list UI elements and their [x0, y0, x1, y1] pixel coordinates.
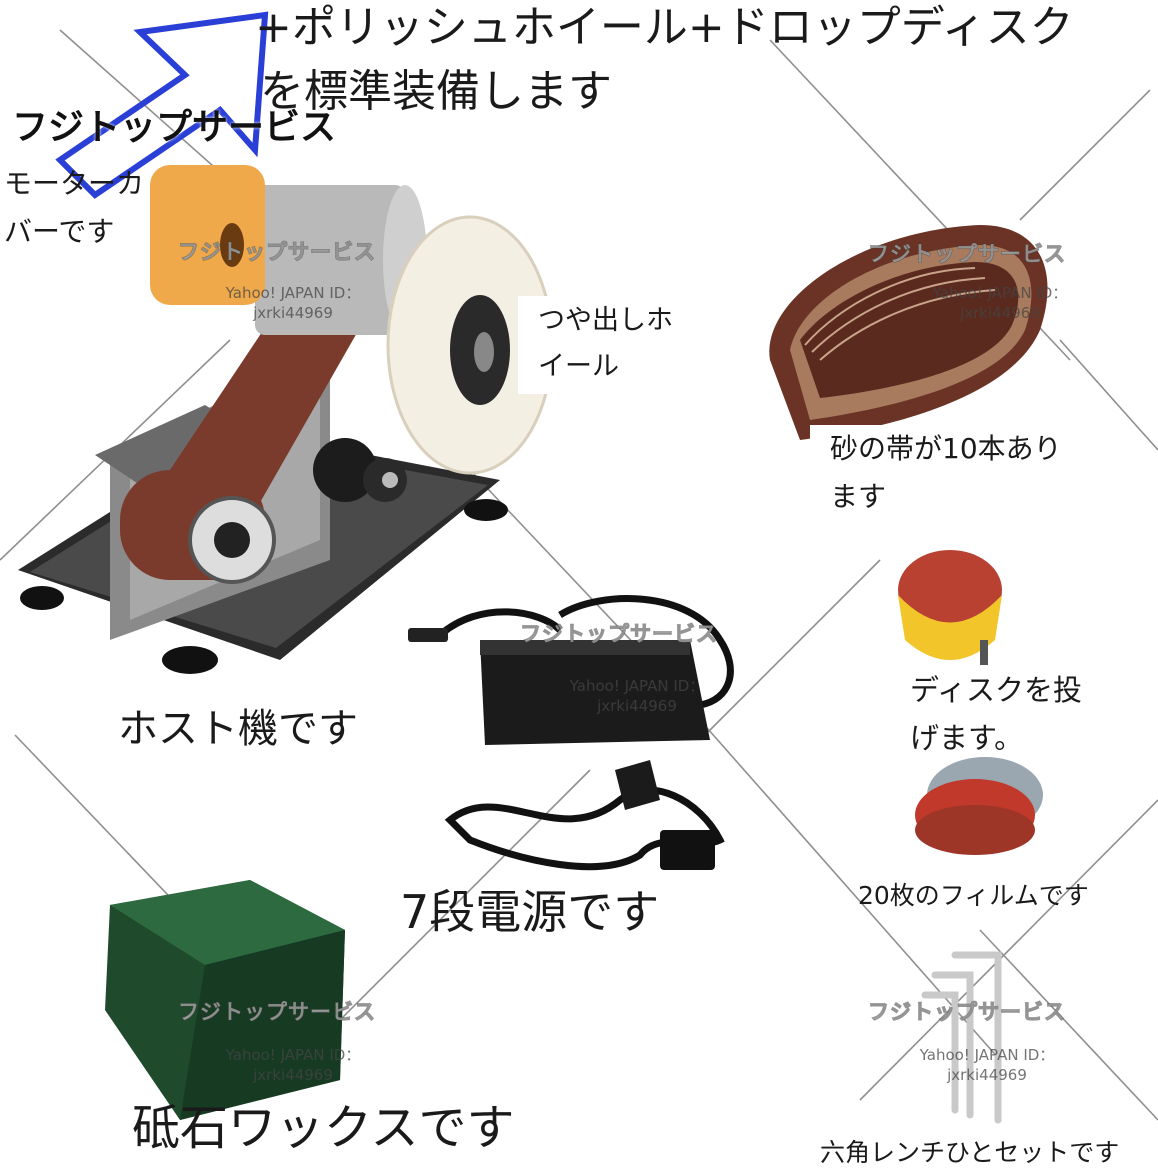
watermark-id-1: Yahoo! JAPAN ID： jxrki44969	[188, 284, 398, 323]
header-line-2: を標準装備します	[260, 66, 612, 117]
caption-drop-disc: ディスクを投 げます。	[910, 666, 1082, 762]
watermark-id-3-line-2: jxrki44969	[597, 696, 677, 715]
watermark-shop-3: フジトップサービス	[520, 622, 718, 647]
caption-host-machine: ホスト機です	[118, 706, 358, 752]
watermark-id-2-line-2: jxrki44969	[960, 303, 1040, 322]
caption-power-supply: 7段電源です	[400, 885, 660, 939]
watermark-id-4: Yahoo! JAPAN ID： jxrki44969	[188, 1046, 398, 1085]
watermark-id-3: Yahoo! JAPAN ID： jxrki44969	[532, 677, 742, 716]
caption-polish-wheel-line-1: つや出しホ	[538, 305, 673, 336]
caption-wax: 砥石ワックスです	[132, 1100, 515, 1156]
watermark-id-4-line-1: Yahoo! JAPAN ID：	[225, 1046, 361, 1064]
header-line-1: +ポリッシュホイール+ドロップディスク	[255, 2, 1074, 53]
caption-drop-disc-line-2: げます。	[910, 721, 1024, 755]
caption-hex-wrench: 六角レンチひとセットです	[820, 1138, 1120, 1167]
watermark-shop-4: フジトップサービス	[178, 1000, 376, 1025]
caption-motor-cover-line-2: バーです	[4, 215, 115, 248]
watermark-id-1-line-1: Yahoo! JAPAN ID：	[225, 284, 361, 302]
caption-motor-cover: モーターカ バーです	[4, 160, 144, 256]
watermark-id-3-line-1: Yahoo! JAPAN ID：	[569, 677, 705, 695]
watermark-id-2: Yahoo! JAPAN ID： jxrki44969	[895, 284, 1105, 323]
watermark-id-1-line-2: jxrki44969	[253, 303, 333, 322]
watermark-shop-1: フジトップサービス	[178, 240, 376, 265]
caption-polish-wheel-line-2: イール	[538, 351, 619, 382]
watermark-id-2-line-1: Yahoo! JAPAN ID：	[932, 284, 1068, 302]
watermark-shop-2: フジトップサービス	[868, 242, 1066, 267]
caption-motor-cover-line-1: モーターカ	[4, 167, 145, 200]
watermark-id-5-line-2: jxrki44969	[947, 1065, 1027, 1084]
caption-films: 20枚のフィルムです	[858, 881, 1089, 910]
caption-drop-disc-line-1: ディスクを投	[910, 673, 1082, 707]
shop-logo: フジトップサービス	[12, 107, 337, 148]
watermark-id-5: Yahoo! JAPAN ID： jxrki44969	[882, 1046, 1092, 1085]
caption-sanding-belts-line-2: ます	[830, 480, 887, 513]
caption-sanding-belts: 砂の帯が10本あり ます	[810, 425, 1072, 527]
watermark-id-4-line-2: jxrki44969	[253, 1065, 333, 1084]
caption-sanding-belts-line-1: 砂の帯が10本あり	[830, 432, 1062, 465]
caption-polish-wheel: つや出しホ イール	[518, 296, 693, 394]
watermark-id-5-line-1: Yahoo! JAPAN ID：	[919, 1046, 1055, 1064]
watermark-shop-5: フジトップサービス	[868, 1000, 1066, 1025]
